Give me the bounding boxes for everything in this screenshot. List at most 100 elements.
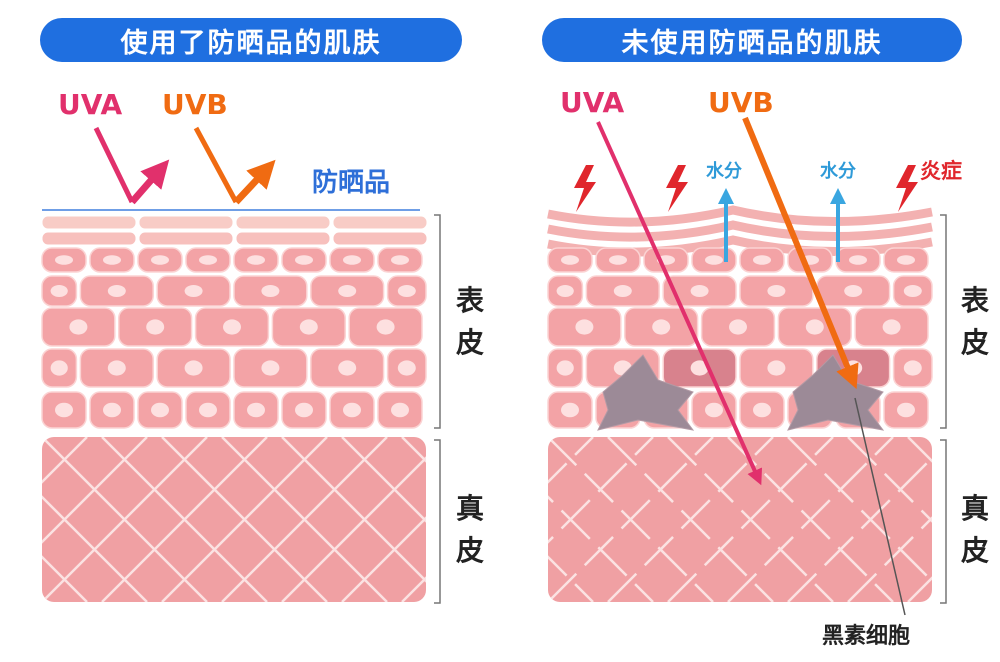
melanocyte [597,354,695,431]
melanocyte [787,354,885,431]
left-uvb-label: UVB [162,88,228,121]
left-epidermis-label: 表皮 [455,284,484,359]
cell-nucleus [295,255,313,265]
cell-nucleus [338,360,357,376]
epidermis-bracket [940,214,947,429]
left-dermis-label: 真皮 [455,492,484,567]
cell-nucleus [261,360,280,376]
left-uvb-incoming-ray [193,126,239,204]
right-epidermis-label: 表皮 [960,284,989,359]
cell-nucleus [609,255,627,265]
cell-nucleus [767,285,786,297]
cell-nucleus [561,255,579,265]
stratum-corneum-cell [235,215,331,230]
damaged-corneum-layer [547,205,933,227]
cell-nucleus [107,285,126,297]
cell-nucleus [103,402,121,418]
cell-nucleus [897,402,915,418]
cell-nucleus [199,255,217,265]
cell-nucleus [705,402,723,418]
water-label-1: 水分 [706,161,742,182]
water-label-2: 水分 [820,161,856,182]
cell-nucleus [107,360,126,376]
cell-nucleus [767,360,786,376]
cell-nucleus [343,402,361,418]
dermis [42,437,426,602]
cell-nucleus [151,255,169,265]
right-uva-label: UVA [560,86,625,119]
right-uva-arrow [596,121,763,486]
cell-nucleus [391,402,409,418]
cell-nucleus [247,402,265,418]
cell-nucleus [705,255,723,265]
right-uvb-arrow [742,116,859,390]
cell-nucleus [903,360,922,376]
cell-nucleus [146,319,165,335]
cell-nucleus [151,402,169,418]
cell-nucleus [184,360,203,376]
cell-nucleus [397,285,416,297]
left-title: 使用了防晒品的肌肤 [40,18,462,62]
epidermis-bracket [434,214,441,429]
stratum-corneum-cell [138,215,234,230]
cell-nucleus [55,255,73,265]
left-uva-label: UVA [58,88,123,121]
cell-nucleus [903,285,922,297]
melanocyte-leader-line [854,397,906,616]
cell-nucleus [247,255,265,265]
cell-nucleus [184,285,203,297]
stratum-corneum-cell [332,231,428,246]
cell-nucleus [556,285,574,297]
cell-nucleus [397,360,416,376]
cell-nucleus [652,319,671,335]
cell-nucleus [295,402,313,418]
cell-nucleus [261,285,280,297]
stratum-corneum-cell [235,231,331,246]
dermis [548,437,932,602]
cell-nucleus [55,402,73,418]
cell-nucleus [50,360,68,376]
inflammation-lightning-icon [896,165,918,212]
inflammation-lightning-icon [574,165,596,212]
melanocyte-label: 黑素细胞 [822,624,911,649]
right-title: 未使用防晒品的肌肤 [542,18,962,62]
inflammation-lightning-icon [666,165,688,212]
left-uva-incoming-ray [93,126,135,204]
dermis-fibers [42,437,426,602]
stratum-corneum-cell [41,231,137,246]
cell-nucleus [897,255,915,265]
cell-nucleus [561,402,579,418]
cell-nucleus [69,319,88,335]
cell-nucleus [613,285,632,297]
cell-nucleus [690,360,709,376]
inflammation-label: 炎症 [920,159,962,183]
cell-nucleus [575,319,594,335]
stratum-corneum-cell [332,215,428,230]
cell-nucleus [556,360,574,376]
left-uvb-reflected-arrow [233,159,276,205]
cell-nucleus [729,319,747,335]
cell-nucleus [690,285,709,297]
right-dermis-label: 真皮 [960,492,989,567]
cell-nucleus [299,319,318,335]
cell-nucleus [223,319,241,335]
cell-nucleus [199,402,217,418]
cell-nucleus [343,255,361,265]
cell-nucleus [103,255,121,265]
cell-nucleus [50,285,68,297]
cell-nucleus [338,285,357,297]
cell-nucleus [391,255,409,265]
cell-nucleus [753,255,771,265]
cell-nucleus [844,285,863,297]
cell-nucleus [753,402,771,418]
sunscreen-label: 防晒品 [312,168,391,198]
left-uva-reflected-arrow [129,159,170,205]
dermis-bracket [434,439,441,604]
dermis-fibers [548,437,932,602]
stratum-corneum-cell [41,215,137,230]
cell-nucleus [849,255,867,265]
damaged-corneum-layer [547,220,933,242]
right-uvb-label: UVB [708,86,774,119]
stratum-corneum-cell [138,231,234,246]
